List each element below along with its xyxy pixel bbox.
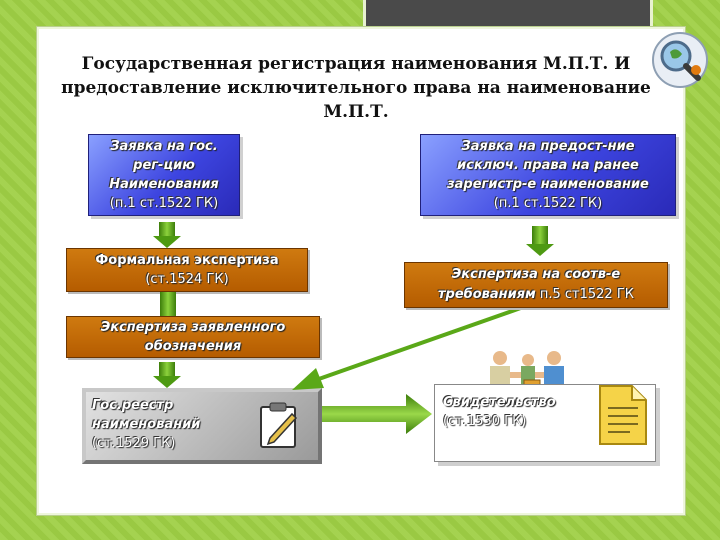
right-expertise-box: Экспертиза на соотв-е требованиям п.5 ст…: [404, 262, 668, 308]
left-app-line-4: (п.1 ст.1522 ГК): [109, 196, 219, 211]
registry-line-1: Гос.реестр: [92, 398, 174, 413]
title-line-2: предоставление исключительного права на …: [61, 78, 651, 98]
arrow-right: [322, 394, 432, 434]
title-line-3: М.П.Т.: [323, 102, 389, 122]
declared-exp-line-1: Экспертиза заявленного: [100, 320, 286, 335]
right-exp-line-1: Экспертиза на соотв-е: [451, 267, 621, 282]
declared-exp-line-2: обозначения: [144, 339, 242, 354]
right-app-line-1: Заявка на предост-ние: [461, 139, 635, 154]
right-app-line-3: зарегистр-е наименование: [447, 177, 649, 192]
arrow-diagonal: [292, 302, 533, 390]
arrow-down-2: [153, 362, 181, 388]
page-title: Государственная регистрация наименования…: [56, 52, 656, 124]
right-app-line-2: исключ. права на ранее: [457, 158, 639, 173]
certificate-line-2: (ст.1530 ГК): [443, 414, 527, 429]
arrow-stub-1: [160, 292, 176, 316]
right-exp-line-2a: требованиям: [438, 287, 536, 302]
left-app-line-2: рег-цию: [133, 158, 195, 173]
magnifier-globe-icon: [652, 32, 708, 88]
formal-expertise-box: Формальная экспертиза (ст.1524 ГК): [66, 248, 308, 292]
document-icon: [599, 385, 647, 445]
right-exp-line-2b: п.5 ст1522 ГК: [535, 287, 634, 302]
declared-expertise-box: Экспертиза заявленного обозначения: [66, 316, 320, 358]
formal-line-2: (ст.1524 ГК): [145, 272, 229, 287]
left-application-box: Заявка на гос. рег-цию Наименования (п.1…: [88, 134, 240, 216]
left-app-line-1: Заявка на гос.: [110, 139, 218, 154]
right-application-box: Заявка на предост-ние исключ. права на р…: [420, 134, 676, 216]
registry-line-2: наименований: [92, 417, 201, 432]
left-app-line-3: Наименования: [109, 177, 219, 192]
registry-line-3: (ст.1529 ГК): [92, 436, 176, 451]
right-app-line-4: (п.1 ст.1522 ГК): [493, 196, 603, 211]
state-registry-box: Гос.реестр наименований (ст.1529 ГК): [82, 388, 322, 464]
clipboard-icon: [260, 402, 298, 448]
formal-line-1: Формальная экспертиза: [95, 253, 279, 268]
certificate-line-1: Свидетельство: [443, 395, 556, 410]
arrow-down-3: [526, 226, 554, 256]
arrow-down-1: [153, 222, 181, 248]
title-line-1: Государственная регистрация наименования…: [81, 54, 631, 74]
